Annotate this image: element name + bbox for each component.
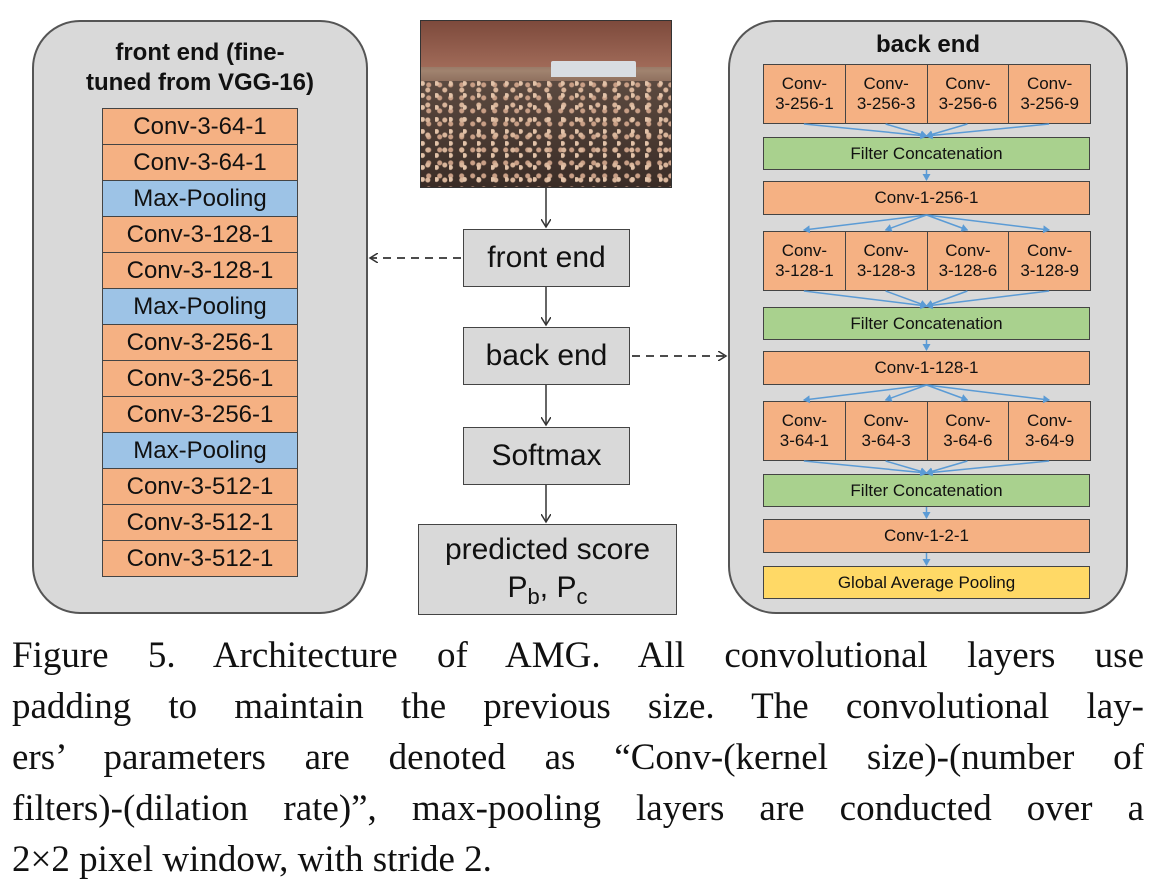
- dilated-conv-256-2: Conv-3-256-3: [844, 64, 928, 124]
- conv-label-line1: Conv-: [863, 411, 909, 430]
- conv-label-line2: 3-256-3: [856, 94, 916, 113]
- front-end-box: front end: [463, 229, 630, 287]
- dilated-conv-64-2: Conv-3-64-3: [844, 401, 928, 461]
- max-pooling-layer: Max-Pooling: [102, 288, 298, 325]
- conv-1x1-256: Conv-1-256-1: [763, 181, 1090, 215]
- fan-out-arrow-b2-4: [926, 214, 1051, 234]
- front-end-title-line2: tuned from VGG-16): [85, 69, 314, 96]
- conv-label-line1: Conv-: [1026, 411, 1073, 430]
- caption-line-1: Figure 5. Architecture of AMG. All convo…: [12, 635, 1144, 676]
- photo-crowd: [421, 80, 671, 187]
- fan-out-arrow-b3-3: [926, 384, 969, 402]
- flow-connectors: [0, 188, 1156, 620]
- conv-label-line1: Conv-: [781, 74, 828, 93]
- conv-label-line1: Conv-: [945, 74, 991, 93]
- predicted-score-box: predicted score Pb, Pc: [418, 524, 677, 615]
- front-end-panel: front end (fine- tuned from VGG-16) Conv…: [32, 20, 368, 614]
- conv-label-line2: 3-256-1: [775, 94, 834, 113]
- conv-label-line1: Conv-: [1026, 241, 1073, 260]
- fan-out-arrow-b3-2: [884, 384, 927, 402]
- conv-label-line1: Conv-: [863, 241, 909, 260]
- conv-layer: Conv-3-256-1: [102, 396, 298, 433]
- fan-out-arrow-b3-1: [802, 384, 927, 404]
- conv-label-line1: Conv-: [1026, 74, 1073, 93]
- softmax-box: Softmax: [463, 427, 630, 485]
- fan-in-arrow-b2-2: [885, 290, 928, 308]
- score-pc-sub: c: [576, 584, 588, 609]
- fan-out-arrow-b2-1: [802, 214, 927, 234]
- conv-label-line2: 3-64-9: [1025, 431, 1075, 450]
- dilated-conv-64-4: Conv-3-64-9: [1008, 401, 1091, 461]
- photo-tent: [551, 60, 636, 78]
- fan-out-arrow-b3-4: [926, 384, 1051, 404]
- back-end-title: back end: [875, 31, 981, 58]
- conv-label-line2: 3-128-1: [775, 261, 834, 280]
- fan-in-arrow-b3-3: [925, 460, 968, 476]
- photo-sky: [421, 21, 671, 68]
- caption-line-5: 2×2 pixel window, with stride 2.: [12, 839, 492, 880]
- fan-in-arrow-b1-3: [925, 123, 968, 139]
- front-end-title-line1: front end (fine-: [115, 39, 285, 66]
- fan-in-arrow-b1-2: [885, 123, 928, 139]
- front-end-title: front end (fine- tuned from VGG-16): [34, 38, 366, 98]
- conv-layer: Conv-3-128-1: [102, 252, 298, 289]
- fan-in-arrow-b2-1: [803, 290, 928, 310]
- conv-layer: Conv-3-64-1: [102, 108, 298, 145]
- back-end-box: back end: [463, 327, 630, 385]
- score-title: predicted score: [444, 533, 651, 566]
- score-pc: P: [556, 571, 577, 604]
- filter-concatenation-3: Filter Concatenation: [763, 474, 1090, 507]
- conv-1x1-128: Conv-1-128-1: [763, 351, 1090, 385]
- score-sep: ,: [539, 571, 557, 604]
- fan-in-arrow-b1-4: [925, 123, 1050, 140]
- fan-in-arrow-b2-4: [925, 290, 1050, 310]
- conv-1x1-2: Conv-1-2-1: [763, 519, 1090, 553]
- conv-label-line2: 3-256-6: [938, 94, 998, 113]
- conv-label-line1: Conv-: [863, 74, 909, 93]
- conv-label-line1: Conv-: [781, 411, 828, 430]
- conv-label-line1: Conv-: [945, 241, 991, 260]
- dilated-conv-64-1: Conv-3-64-1: [763, 401, 846, 461]
- fan-in-arrow-b3-1: [803, 460, 928, 477]
- conv-label-line2: 3-256-9: [1020, 94, 1079, 113]
- fan-out-arrow-b2-2: [884, 214, 927, 232]
- max-pooling-layer: Max-Pooling: [102, 432, 298, 469]
- figure-caption: Figure 5. Architecture of AMG. All convo…: [12, 630, 1144, 885]
- conv-layer: Conv-3-512-1: [102, 540, 298, 577]
- dilated-conv-128-4: Conv-3-128-9: [1008, 231, 1091, 291]
- conv-label-line1: Conv-: [781, 241, 828, 260]
- caption-line-2: padding to maintain the previous size. T…: [12, 686, 1144, 727]
- dilated-conv-256-4: Conv-3-256-9: [1008, 64, 1091, 124]
- conv-label-line2: 3-64-1: [779, 431, 829, 450]
- score-pb-sub: b: [527, 584, 540, 609]
- global-average-pooling: Global Average Pooling: [763, 566, 1090, 599]
- conv-label-line2: 3-64-6: [943, 431, 993, 450]
- fan-in-arrow-b3-4: [925, 460, 1050, 477]
- fan-in-arrow-b3-2: [885, 460, 928, 476]
- conv-label-line2: 3-64-3: [861, 431, 911, 450]
- score-pb: P: [507, 571, 528, 604]
- caption-line-4: filters)-(dilation rate)”, max-pooling l…: [12, 788, 1144, 829]
- fan-out-arrow-b2-3: [926, 214, 969, 232]
- back-end-connectors: [802, 123, 1051, 566]
- crowd-photo: [420, 20, 672, 188]
- conv-label-line2: 3-128-9: [1020, 261, 1079, 280]
- score-values: Pb, Pc: [419, 569, 676, 616]
- dilated-conv-128-1: Conv-3-128-1: [763, 231, 846, 291]
- conv-layer: Conv-3-256-1: [102, 360, 298, 397]
- conv-label-line2: 3-128-6: [938, 261, 998, 280]
- fan-in-arrow-b2-3: [925, 290, 968, 308]
- conv-layer: Conv-3-256-1: [102, 324, 298, 361]
- conv-layer: Conv-3-128-1: [102, 216, 298, 253]
- dilated-conv-128-2: Conv-3-128-3: [844, 231, 928, 291]
- conv-label-line1: Conv-: [945, 411, 991, 430]
- fan-in-arrow-b1-1: [803, 123, 928, 140]
- caption-line-3: ers’ parameters are denoted as “Conv-(ke…: [12, 737, 1144, 778]
- conv-label-line2: 3-128-3: [856, 261, 916, 280]
- dilated-conv-256-3: Conv-3-256-6: [926, 64, 1010, 124]
